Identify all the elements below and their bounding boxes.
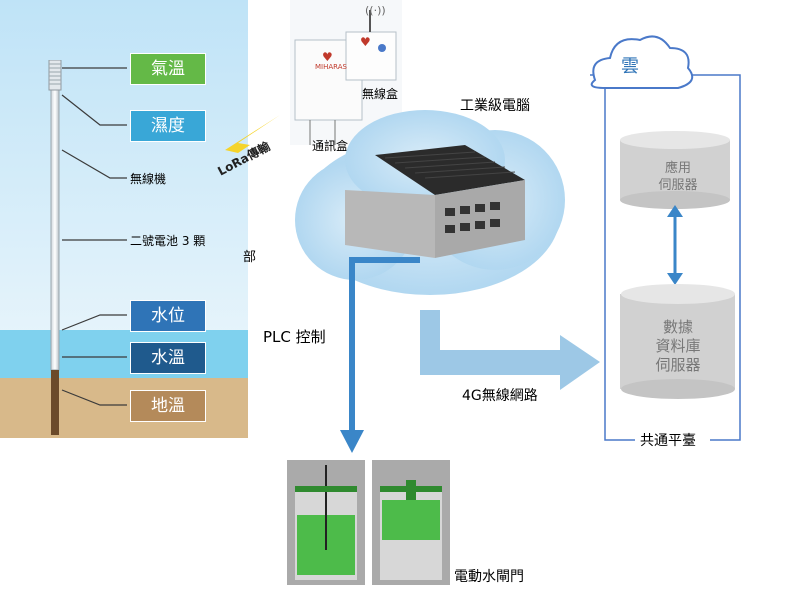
ground-temp-label: 地溫 [130,390,206,422]
industrial-pc-label: 工業級電腦 [460,98,530,114]
signal-icon: ((·)) [365,4,386,17]
soil-layer [0,378,248,438]
sensor-pole [45,59,63,435]
brand-logo-icon-2: ♥ [360,35,371,49]
app-server-cylinder [620,131,730,209]
brand-logo-icon: ♥ [322,50,333,64]
app-server-label: 應用 伺服器 [658,161,698,193]
plc-arrow [340,257,420,453]
water-level-label: 水位 [130,300,206,332]
db-server-label: 數據 資料庫 伺服器 [655,318,701,374]
wireless-label: 無線機 [130,172,167,186]
brand-label: MIHARAS [315,63,347,71]
device-box-panel [290,0,402,145]
air-temp-label: 氣溫 [130,53,206,85]
side-char: 部 [243,250,257,265]
comm-box-label: 通訊盒 [312,139,349,153]
platform-label: 共通平臺 [640,433,696,449]
platform-frame [590,35,741,441]
lightning-icon [190,115,280,185]
cloud-label: 雲 [621,56,639,77]
water-temp-label: 水溫 [130,342,206,374]
plc-label: PLC 控制 [263,328,326,346]
sky-background [0,0,248,340]
gate-images [287,460,450,585]
server-link-arrow [667,205,683,285]
battery-label: 二號電池 3 顆 [130,234,206,248]
water-layer [0,330,248,378]
humidity-label: 濕度 [130,110,206,142]
device-box-graphics [294,10,397,145]
network-label: 4G無線網路 [462,388,538,404]
industrial-pc [345,145,525,258]
db-server-cylinder [620,284,735,399]
leader-lines [61,67,127,406]
gate-label: 電動水閘門 [454,569,524,585]
wireless-box-label: 無線盒 [362,87,399,101]
network-arrow [420,310,600,390]
